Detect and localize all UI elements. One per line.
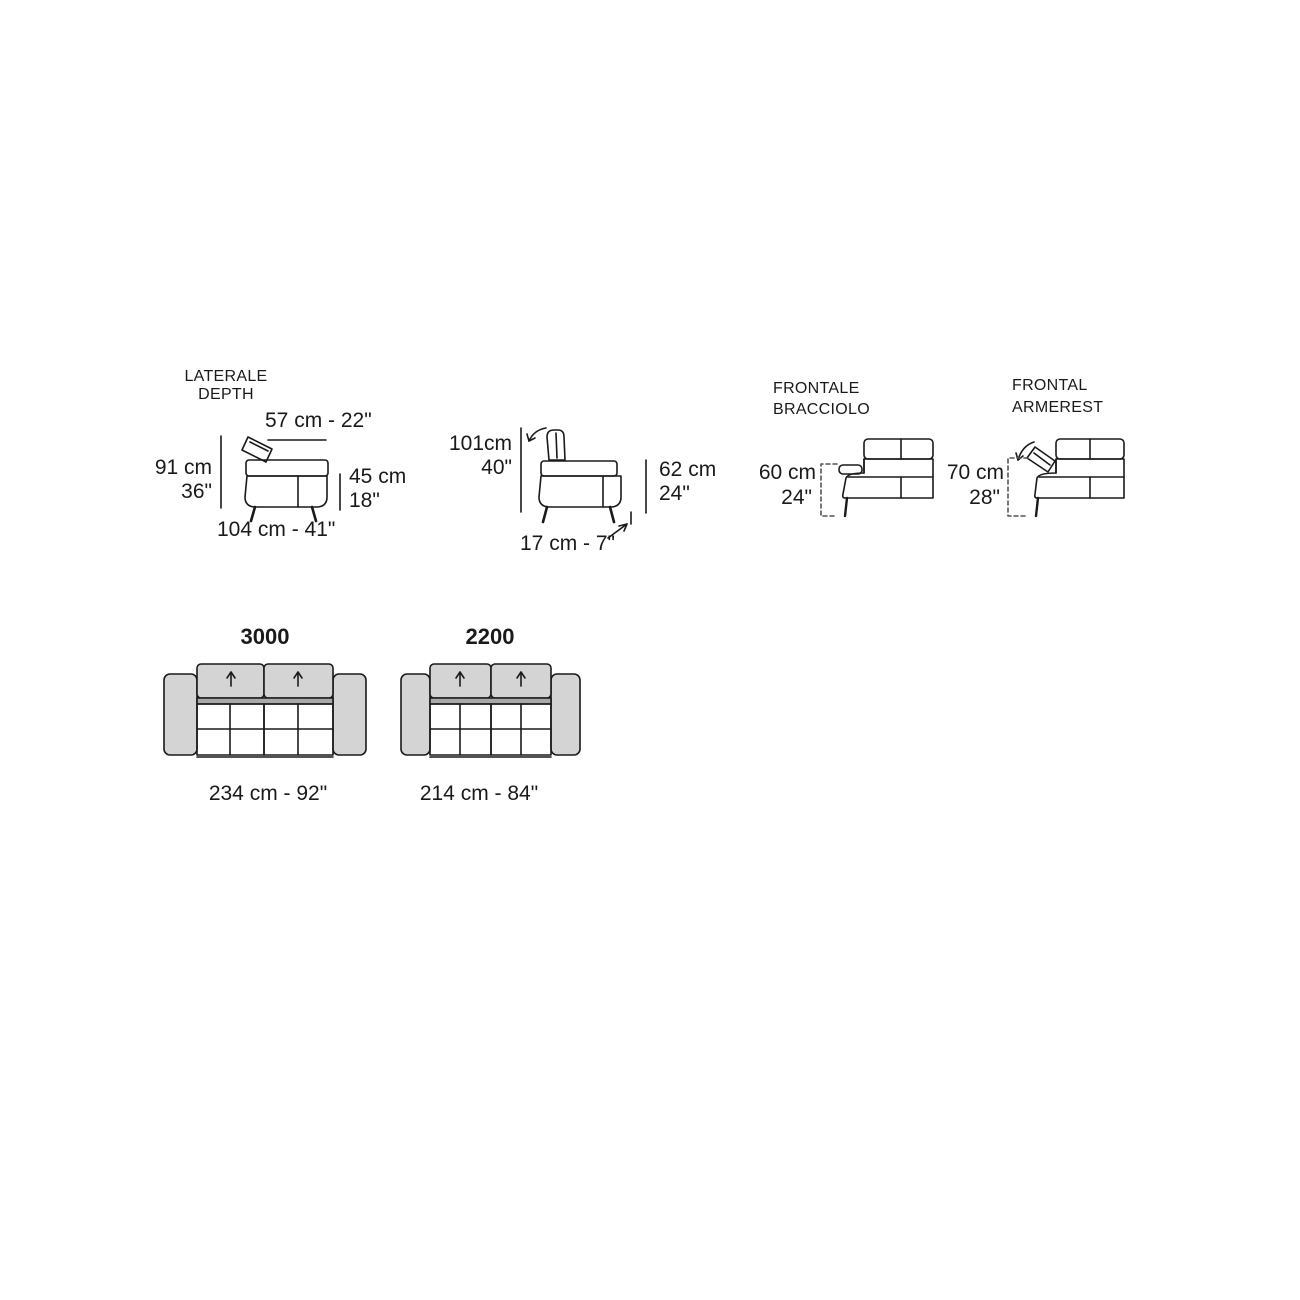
plan-view-2200-drawing bbox=[400, 663, 581, 758]
bracciolo-title: BRACCIOLO bbox=[773, 401, 870, 418]
seat-height-cm-label: 45 cm bbox=[349, 465, 407, 488]
bracciolo-height-in-label: 24" bbox=[781, 486, 812, 509]
total-depth-label: 104 cm - 41" bbox=[217, 518, 336, 541]
model-3000-name: 3000 bbox=[240, 624, 290, 649]
bracciolo-height-cm-label: 60 cm bbox=[758, 461, 816, 484]
side-view-depth-drawing bbox=[220, 435, 341, 523]
model-2200-name: 2200 bbox=[465, 624, 515, 649]
armerest-height-cm-label: 70 cm bbox=[946, 461, 1004, 484]
front-view-bracciolo-drawing bbox=[820, 438, 934, 518]
armerest-title: ARMEREST bbox=[1012, 399, 1104, 416]
height-in-label: 36" bbox=[181, 480, 212, 503]
leg-clearance-label: 17 cm - 7" bbox=[520, 532, 615, 555]
model-2200-width: 214 cm - 84" bbox=[419, 782, 539, 805]
plan-view-3000-drawing bbox=[163, 663, 367, 758]
seat-height-in-label: 18" bbox=[349, 489, 380, 512]
front-view-armerest-drawing bbox=[1007, 438, 1125, 518]
extended-seat-height-cm-label: 62 cm bbox=[659, 458, 717, 481]
armerest-height-in-label: 28" bbox=[969, 486, 1000, 509]
extended-seat-height-in-label: 24" bbox=[659, 482, 690, 505]
depth-title: DEPTH bbox=[198, 386, 254, 403]
frontale-title: FRONTALE bbox=[773, 380, 860, 397]
laterale-title: LATERALE bbox=[184, 368, 268, 385]
extended-height-in-label: 40" bbox=[481, 456, 512, 479]
extended-height-cm-label: 101cm bbox=[448, 432, 512, 455]
seat-depth-label: 57 cm - 22" bbox=[265, 409, 372, 432]
model-3000-width: 234 cm - 92" bbox=[208, 782, 328, 805]
frontal-title: FRONTAL bbox=[1012, 377, 1088, 394]
height-cm-label: 91 cm bbox=[154, 456, 212, 479]
side-view-extended-drawing bbox=[520, 427, 647, 539]
